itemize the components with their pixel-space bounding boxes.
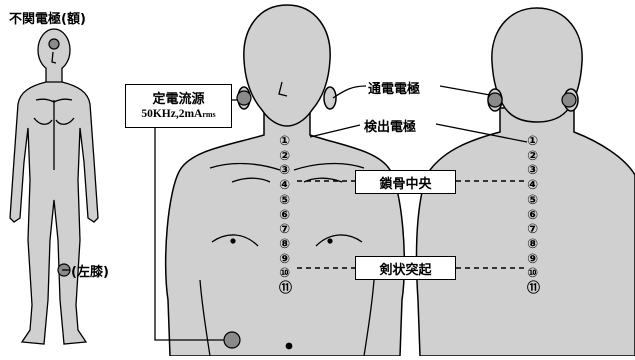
back-electrode-number-6: ⑥ xyxy=(527,209,538,223)
front-electrode-number-2: ② xyxy=(279,150,290,164)
left-knee-label: (左膝) xyxy=(71,261,109,280)
full-body-figure xyxy=(10,29,98,344)
front-electrode-number-6: ⑥ xyxy=(279,209,290,223)
front-electrode-number-7: ⑦ xyxy=(279,223,290,237)
front-electrode-number-4: ④ xyxy=(279,179,290,193)
front-electrode-number-1: ① xyxy=(279,135,290,149)
back-right-neck-electrode xyxy=(562,93,576,107)
back-electrode-number-11: ⑪ xyxy=(527,282,540,296)
back-electrode-number-7: ⑦ xyxy=(527,223,538,237)
front-electrode-number-5: ⑤ xyxy=(279,194,290,208)
back-electrode-number-2: ② xyxy=(527,150,538,164)
indifferent-electrode-label: 不関電極(額) xyxy=(9,8,86,27)
back-electrode-number-3: ③ xyxy=(527,164,538,178)
front-electrode-number-8: ⑧ xyxy=(279,238,290,252)
back-electrode-number-9: ⑨ xyxy=(527,253,538,267)
source-title: 定電流源 xyxy=(126,88,231,107)
back-electrode-number-1: ① xyxy=(527,135,538,149)
front-ear-electrode xyxy=(237,91,251,105)
back-electrode-number-5: ⑤ xyxy=(527,194,538,208)
clavicle-center-box: 鎖骨中央 xyxy=(355,170,456,194)
xiphoid-box: 剣状突起 xyxy=(355,256,456,280)
front-electrode-number-3: ③ xyxy=(279,164,290,178)
back-left-neck-electrode xyxy=(488,93,502,107)
source-spec-sub: rms xyxy=(202,110,215,119)
current-electrode-label: 通電電極 xyxy=(368,78,420,97)
detect-electrode-label: 検出電極 xyxy=(364,116,416,135)
front-electrode-number-11: ⑪ xyxy=(279,282,292,296)
front-electrode-number-10: ⑩ xyxy=(279,267,290,281)
source-spec-main: 50KHz,2mA xyxy=(141,108,202,120)
abdomen-electrode xyxy=(224,332,240,348)
constant-current-source-box: 定電流源 50KHz,2mArms xyxy=(125,84,232,128)
back-electrode-number-4: ④ xyxy=(527,179,538,193)
xiphoid-label: 剣状突起 xyxy=(379,259,431,278)
back-electrode-number-8: ⑧ xyxy=(527,238,538,252)
front-electrode-number-9: ⑨ xyxy=(279,253,290,267)
source-spec: 50KHz,2mArms xyxy=(126,108,231,120)
clavicle-center-label: 鎖骨中央 xyxy=(379,173,431,192)
forehead-electrode xyxy=(49,39,59,49)
back-electrode-number-10: ⑩ xyxy=(527,267,538,281)
